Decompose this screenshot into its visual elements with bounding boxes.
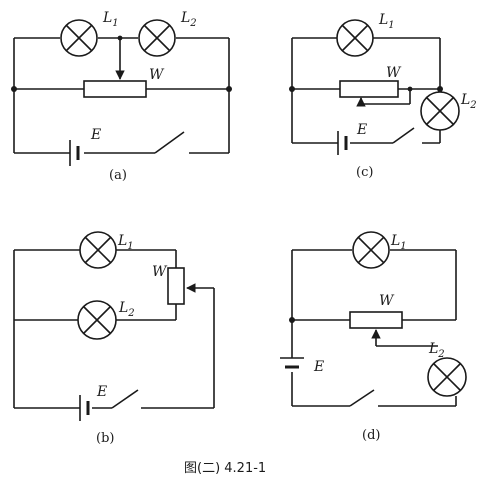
junction-d-left [289, 317, 295, 323]
wires-c [291, 37, 441, 144]
rheostat-d [349, 311, 403, 329]
junction-a-left [11, 86, 17, 92]
caption-a: (a) [109, 168, 127, 183]
label-c-l2: L2 [460, 92, 477, 111]
wires-a [13, 37, 230, 154]
circuit-c: L1 L2 W E (c) [289, 12, 477, 180]
circuit-b: L1 L2 W E (b) [13, 231, 215, 446]
junction-c-left [289, 86, 295, 92]
label-a-e: E [90, 127, 101, 143]
label-d-l1: L1 [390, 233, 407, 252]
lamp-d-l1 [352, 231, 390, 269]
circuit-d: L1 L2 W E (d) [280, 231, 467, 443]
junction-a-right [226, 86, 232, 92]
lamp-c-l2 [420, 91, 460, 131]
figure-caption: 图(二) 4.21-1 [184, 461, 266, 476]
label-b-l2: L2 [118, 300, 135, 319]
lamp-b-l1 [79, 231, 117, 269]
label-a-w: W [149, 67, 165, 83]
wires-b [13, 249, 215, 409]
label-a-l2: L2 [180, 10, 197, 29]
lamp-d-l2 [427, 357, 467, 397]
junction-c-right [437, 86, 443, 92]
rheostat-c [339, 80, 399, 98]
battery-a [69, 140, 80, 166]
rheostat-b [167, 267, 185, 305]
label-d-l2: L2 [428, 341, 445, 360]
junction-c-mid [407, 86, 413, 92]
lamp-b-l2 [77, 300, 117, 340]
battery-c [337, 131, 348, 155]
caption-d: (d) [362, 428, 380, 443]
label-c-e: E [356, 122, 367, 138]
battery-d [280, 357, 304, 369]
label-b-e: E [96, 384, 107, 400]
caption-c: (c) [356, 165, 373, 180]
caption-b: (b) [96, 431, 114, 446]
lamp-a-l2 [138, 19, 176, 57]
label-c-w: W [386, 65, 402, 81]
lamp-c-l1 [336, 19, 374, 57]
lamp-a-l1 [60, 19, 98, 57]
circuit-a: L1 L2 W E (a) [11, 10, 232, 183]
label-a-l1: L1 [102, 10, 119, 29]
battery-b [79, 395, 90, 421]
label-d-e: E [313, 359, 324, 375]
rheostat-a [83, 80, 147, 98]
wires-d [291, 249, 457, 407]
label-b-l1: L1 [117, 233, 134, 252]
label-b-w: W [152, 264, 168, 280]
label-c-l1: L1 [378, 12, 395, 31]
junction-a-top [117, 35, 123, 41]
label-d-w: W [379, 293, 395, 309]
